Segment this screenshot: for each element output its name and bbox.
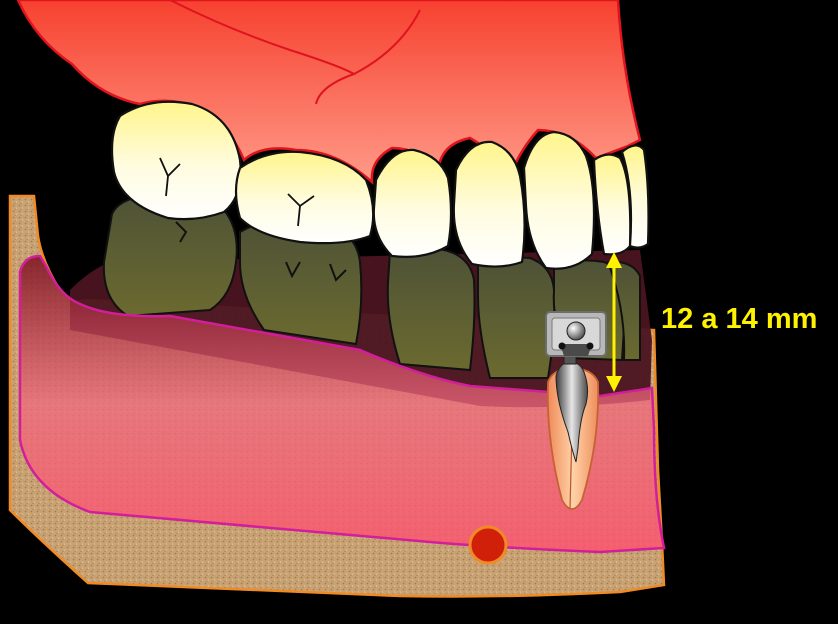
ball-attachment-icon xyxy=(546,312,606,356)
measurement-label: 12 a 14 mm xyxy=(661,303,817,335)
nerve-point xyxy=(470,527,506,563)
